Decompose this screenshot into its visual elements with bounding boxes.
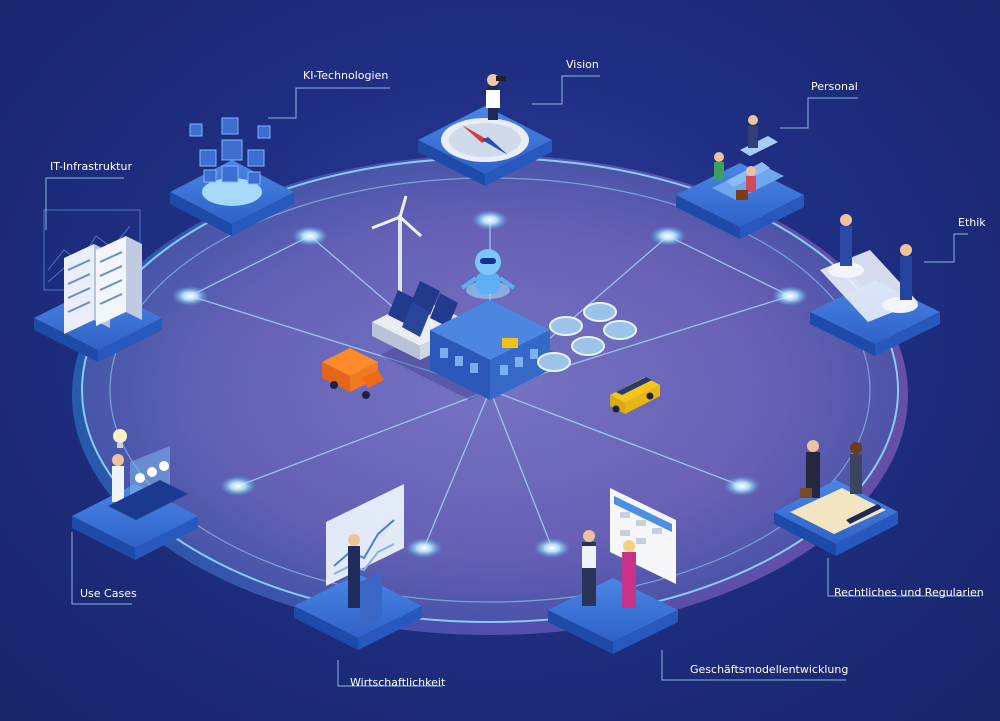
- chart-screen-icon: [326, 484, 404, 586]
- garbage-truck-icon: [322, 348, 384, 399]
- server-rack-icon: [64, 236, 142, 334]
- platform-it-infrastruktur: [34, 209, 162, 362]
- label-rechtliches: Rechtliches und Regularien: [834, 586, 984, 599]
- lightbulb-icon: [113, 429, 127, 448]
- platform-personal: [676, 115, 804, 239]
- label-vision: Vision: [566, 58, 599, 71]
- label-leader-lines: [45, 75, 980, 687]
- wind-turbine-icon: [371, 195, 423, 310]
- label-personal: Personal: [811, 80, 858, 93]
- scientist-icon: [112, 454, 124, 502]
- platform-rechtliches: [774, 440, 898, 556]
- platform-vision: [418, 74, 552, 186]
- people-group-icon: [714, 115, 758, 200]
- label-it-infrastruktur: IT-Infrastruktur: [50, 160, 132, 173]
- label-wirtschaftlichkeit: Wirtschaftlichkeit: [350, 676, 446, 689]
- glow-nodes: [172, 210, 808, 558]
- cube-network-icon: [189, 117, 271, 185]
- water-treatment-icon: [537, 302, 637, 372]
- platform-ki-technologien: [170, 117, 294, 236]
- platform-ethik: [810, 214, 940, 356]
- smart-factory-hub: [322, 195, 660, 414]
- bus-icon: [610, 377, 660, 414]
- label-use-cases: Use Cases: [80, 587, 137, 600]
- presenter-icon: [348, 534, 382, 628]
- label-ethik: Ethik: [958, 216, 986, 229]
- platform-geschaeftsmodellentwicklung: [548, 488, 678, 654]
- compass-icon: [441, 118, 529, 162]
- business-people-icon: [840, 214, 912, 300]
- platform-use-cases: [72, 429, 198, 560]
- platform-wirtschaftlichkeit: [294, 484, 422, 650]
- balance-scale-icon: [820, 250, 918, 322]
- robot-icon: [460, 249, 516, 299]
- person-with-binoculars-icon: [486, 74, 506, 120]
- label-ki-technologien: KI-Technologien: [303, 69, 389, 82]
- lawyers-icon: [800, 440, 862, 498]
- contract-document-icon: [790, 488, 886, 534]
- team-meeting-icon: [582, 530, 636, 608]
- label-geschaeftsmodellentwicklung: Geschäftsmodellentwicklung: [690, 663, 849, 676]
